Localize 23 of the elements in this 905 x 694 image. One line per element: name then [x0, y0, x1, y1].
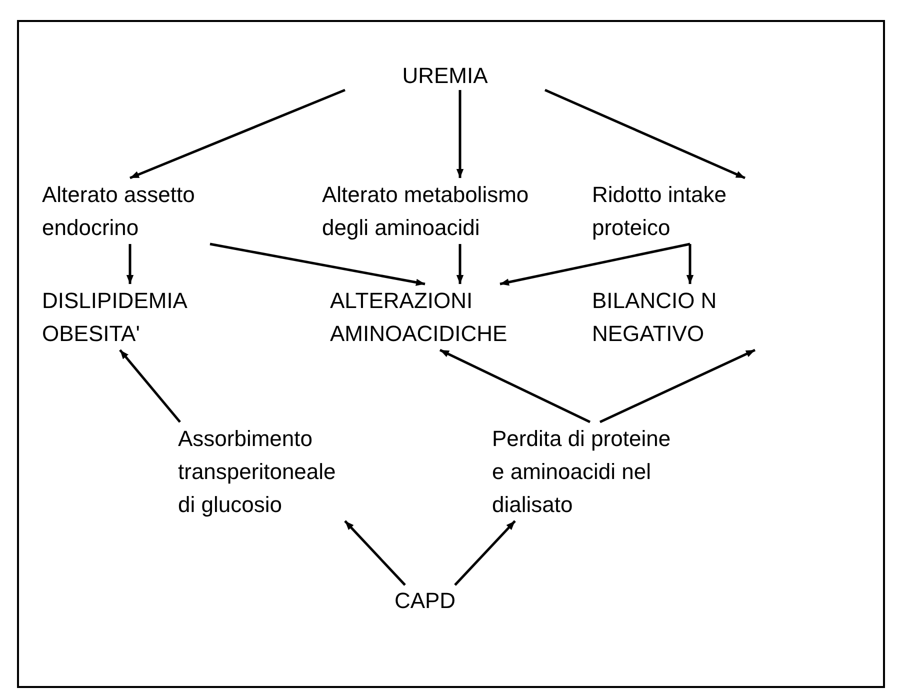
node-label: ALTERAZIONI AMINOACIDICHE: [330, 287, 508, 348]
arrow: [210, 242, 426, 286]
arrow: [130, 88, 346, 180]
arrow: [456, 244, 464, 284]
node-label: BILANCIO N NEGATIVO: [592, 287, 718, 348]
arrow: [599, 348, 756, 424]
arrow: [439, 348, 591, 424]
arrow: [454, 520, 516, 586]
node-label: Alterato metabolismo degli aminoacidi: [322, 181, 530, 242]
node-label: Assorbimento transperitoneale di glucosio: [178, 425, 337, 519]
node-label: DISLIPIDEMIA OBESITA': [42, 287, 188, 348]
arrow: [126, 244, 134, 284]
arrow: [119, 349, 181, 423]
arrow: [544, 88, 746, 180]
arrow: [344, 520, 406, 586]
arrow: [686, 244, 694, 284]
node-label: Ridotto intake proteico: [592, 181, 728, 242]
node-label: Perdita di proteine e aminoacidi nel dialisato: [492, 425, 672, 519]
node-label: UREMIA: [402, 62, 488, 90]
node-label: Alterato assetto endocrino: [42, 181, 196, 242]
node-label: CAPD: [394, 586, 456, 614]
arrow: [500, 242, 690, 286]
arrow: [456, 90, 464, 178]
